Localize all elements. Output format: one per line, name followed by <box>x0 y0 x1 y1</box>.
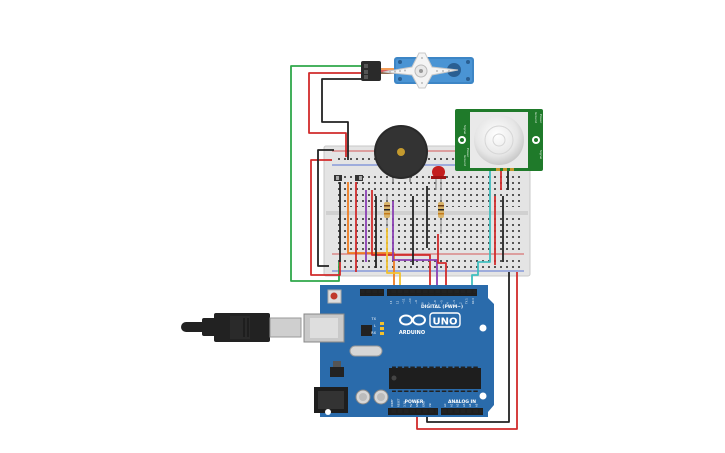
pin-label: TX 1 <box>465 298 469 304</box>
l-label: L <box>374 324 376 328</box>
arduino-logo-icon <box>399 314 426 326</box>
wire-teal <box>471 170 491 290</box>
pin-label: 8 <box>421 302 425 304</box>
wire-yellow <box>386 228 401 290</box>
pir-left-labels: Signal Power Ground <box>463 125 470 166</box>
pir-label: Signal <box>539 150 543 159</box>
wire-red <box>416 272 518 430</box>
pin-label: 7 <box>427 302 431 304</box>
pin-label: ~10 <box>408 298 412 304</box>
pin-label: GND <box>422 401 426 407</box>
pin-label: A0 <box>443 403 447 407</box>
tx-label: TX <box>370 317 376 321</box>
wire-black <box>321 78 363 160</box>
pin-label: 2 <box>458 302 462 304</box>
pin-label: 13 <box>389 300 393 304</box>
usb-cable-icon <box>181 313 302 342</box>
resistor-icon <box>384 196 390 228</box>
wire-red <box>371 190 431 290</box>
rx-label: RX <box>371 331 376 335</box>
servo-icon[interactable] <box>361 52 474 89</box>
arduino-uno <box>303 285 494 417</box>
pin-label: ~3 <box>452 300 456 304</box>
pin-label: A3 <box>462 403 466 407</box>
slide-switch-icon[interactable] <box>334 175 342 181</box>
pir-label: Power <box>539 114 543 124</box>
pin-label: A2 <box>456 403 460 407</box>
pin-label: RX 0 <box>471 298 475 304</box>
pin-label: IOREF <box>390 399 394 407</box>
pin-label: Vin <box>428 403 432 407</box>
pin-label: A1 <box>449 403 453 407</box>
digital-header-label: DIGITAL (PWM~) <box>421 304 463 310</box>
pin-label: ~9 <box>414 300 418 304</box>
pin-label: ~5 <box>439 300 443 304</box>
pin-label: A4 <box>468 403 472 407</box>
pir-sensor-icon[interactable] <box>455 109 543 171</box>
wire-red <box>308 72 363 157</box>
pin-label: 4 <box>446 302 450 304</box>
pin-label: 12 <box>395 300 399 304</box>
wire-red <box>437 234 447 290</box>
slide-switch-icon[interactable] <box>355 175 363 181</box>
pin-label: RESET <box>396 398 400 407</box>
arduino-maker: ARDUINO <box>399 330 425 336</box>
arduino-brand: UNO <box>433 317 458 328</box>
wire-black <box>317 149 334 267</box>
power-header-label: POWER <box>405 399 424 405</box>
pir-label: Ground <box>534 112 538 123</box>
wires <box>290 65 518 430</box>
pin-label: A5 <box>475 403 479 407</box>
pin-label: 3.3V <box>403 401 407 407</box>
led-icon[interactable] <box>431 166 446 190</box>
wire-orange <box>347 182 395 290</box>
pin-label: ~6 <box>433 300 437 304</box>
pin-label: ~11 <box>402 298 406 304</box>
resistor-icon <box>438 196 444 234</box>
pir-label: Signal <box>463 125 467 134</box>
analog-header-label: ANALOG IN <box>448 399 476 405</box>
pin-label: GND <box>415 401 419 407</box>
pir-label: Power <box>466 148 470 158</box>
pin-label: 5V <box>409 403 413 407</box>
wire-purple <box>392 201 438 290</box>
pir-label: Ground <box>463 155 467 166</box>
buzzer-icon[interactable] <box>374 125 428 182</box>
pir-right-labels: Ground Power Signal <box>534 112 543 159</box>
